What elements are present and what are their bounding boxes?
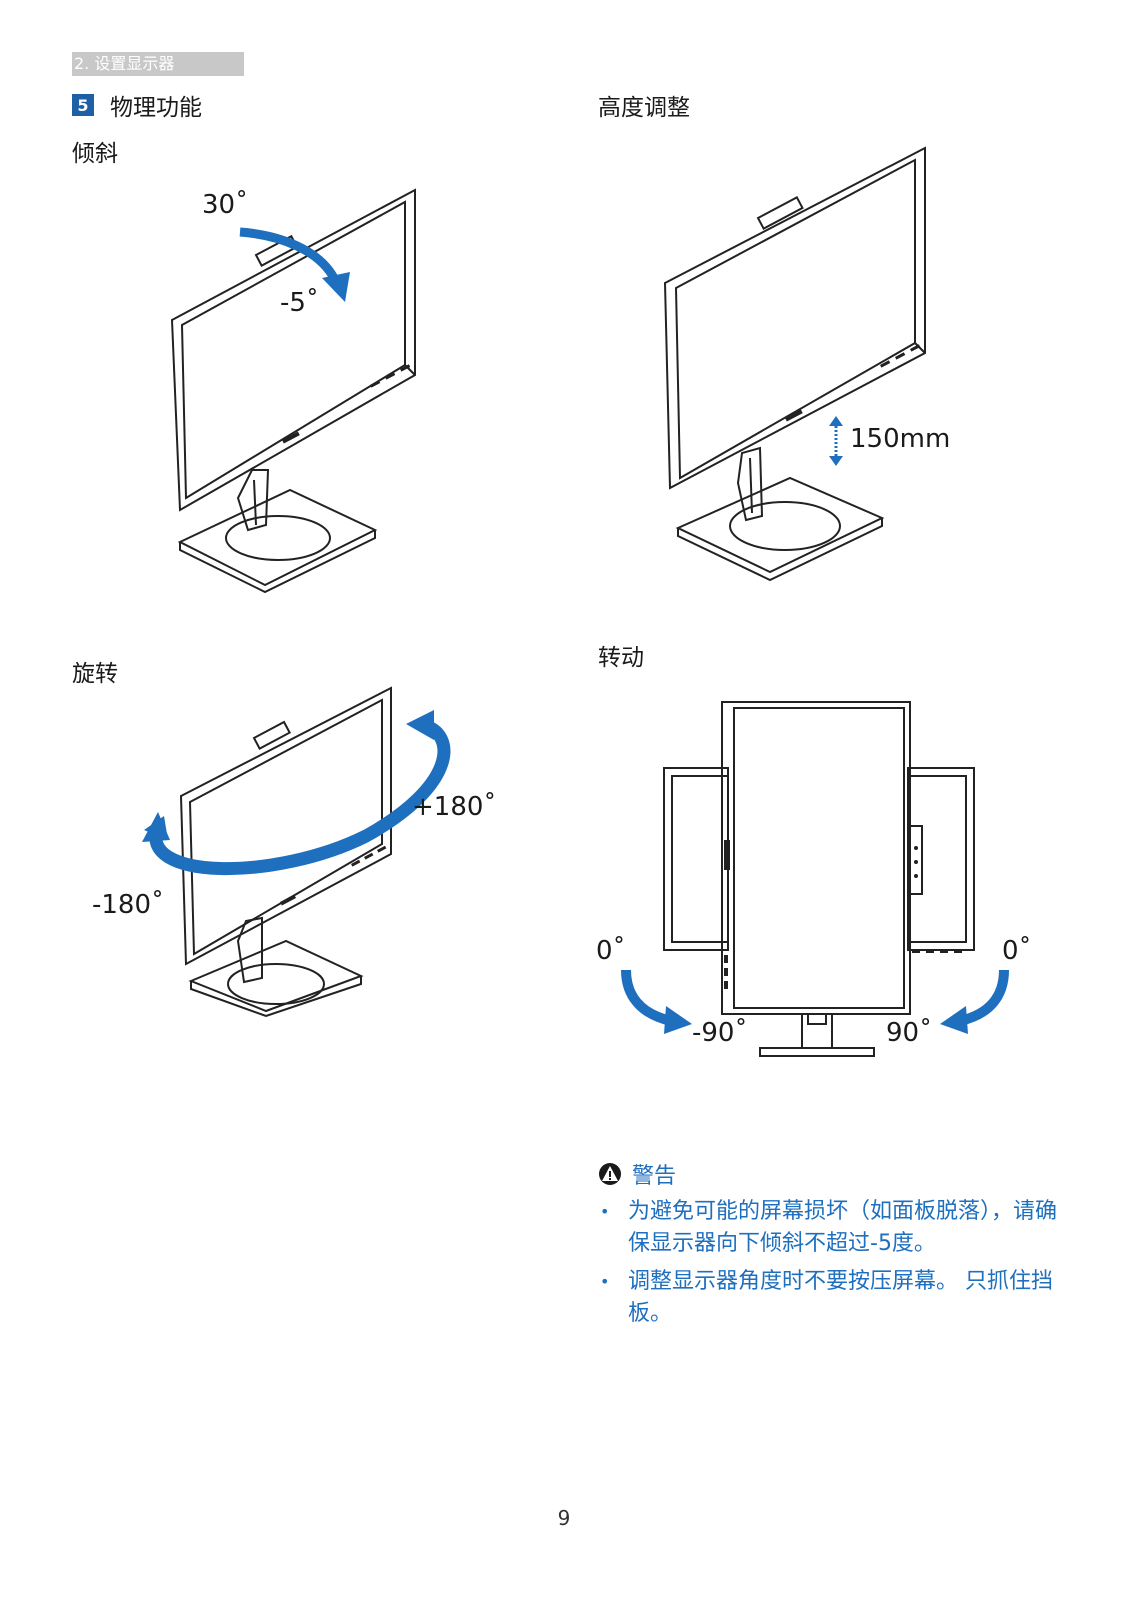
swivel-heading: 旋转 bbox=[72, 661, 118, 687]
pivot-left-end-label: -90˚ bbox=[692, 1018, 748, 1048]
height-heading: 高度调整 bbox=[598, 95, 690, 121]
swivel-right-label: +180˚ bbox=[412, 792, 497, 822]
height-range-label: 150mm bbox=[850, 424, 951, 454]
swivel-figure bbox=[179, 686, 392, 1018]
tilt-down-label: -5˚ bbox=[280, 288, 319, 318]
warning-icon bbox=[599, 1163, 621, 1185]
pivot-figure bbox=[663, 701, 975, 1057]
warning-heading: 警告 bbox=[598, 1158, 676, 1190]
chapter-tab: 2. 设置显示器 bbox=[72, 52, 244, 76]
swivel-left-arrowhead-icon bbox=[142, 812, 170, 842]
pivot-right-arrow-icon bbox=[940, 969, 1009, 1034]
tilt-figure bbox=[170, 188, 416, 594]
warning-item: 为避免可能的屏幕损坏（如面板脱落），请确保显示器向下倾斜不超过-5度。 bbox=[598, 1196, 1058, 1260]
pivot-left-start-label: 0˚ bbox=[596, 936, 626, 966]
height-arrow-icon bbox=[829, 416, 843, 466]
height-figure bbox=[663, 146, 926, 582]
warning-title: 警告 bbox=[632, 1164, 677, 1189]
section-heading: 5 物理功能 bbox=[72, 88, 202, 122]
warning-item: 调整显示器角度时不要按压屏幕。 只抓住挡板。 bbox=[598, 1266, 1058, 1330]
pivot-right-end-label: 90˚ bbox=[886, 1018, 933, 1048]
section-title: 物理功能 bbox=[110, 95, 202, 121]
pivot-right-start-label: 0˚ bbox=[1002, 936, 1032, 966]
tilt-arrow-icon bbox=[239, 227, 350, 302]
pivot-heading: 转动 bbox=[598, 645, 644, 671]
warning-list: 为避免可能的屏幕损坏（如面板脱落），请确保显示器向下倾斜不超过-5度。 调整显示… bbox=[598, 1196, 1058, 1336]
tilt-heading: 倾斜 bbox=[72, 141, 118, 167]
page-number: 9 bbox=[557, 1506, 571, 1530]
section-number-badge: 5 bbox=[72, 94, 94, 116]
swivel-left-label: -180˚ bbox=[92, 890, 165, 920]
pivot-left-arrow-icon bbox=[621, 969, 692, 1034]
tilt-up-label: 30˚ bbox=[202, 190, 249, 220]
swivel-arrow-icon bbox=[144, 710, 451, 875]
